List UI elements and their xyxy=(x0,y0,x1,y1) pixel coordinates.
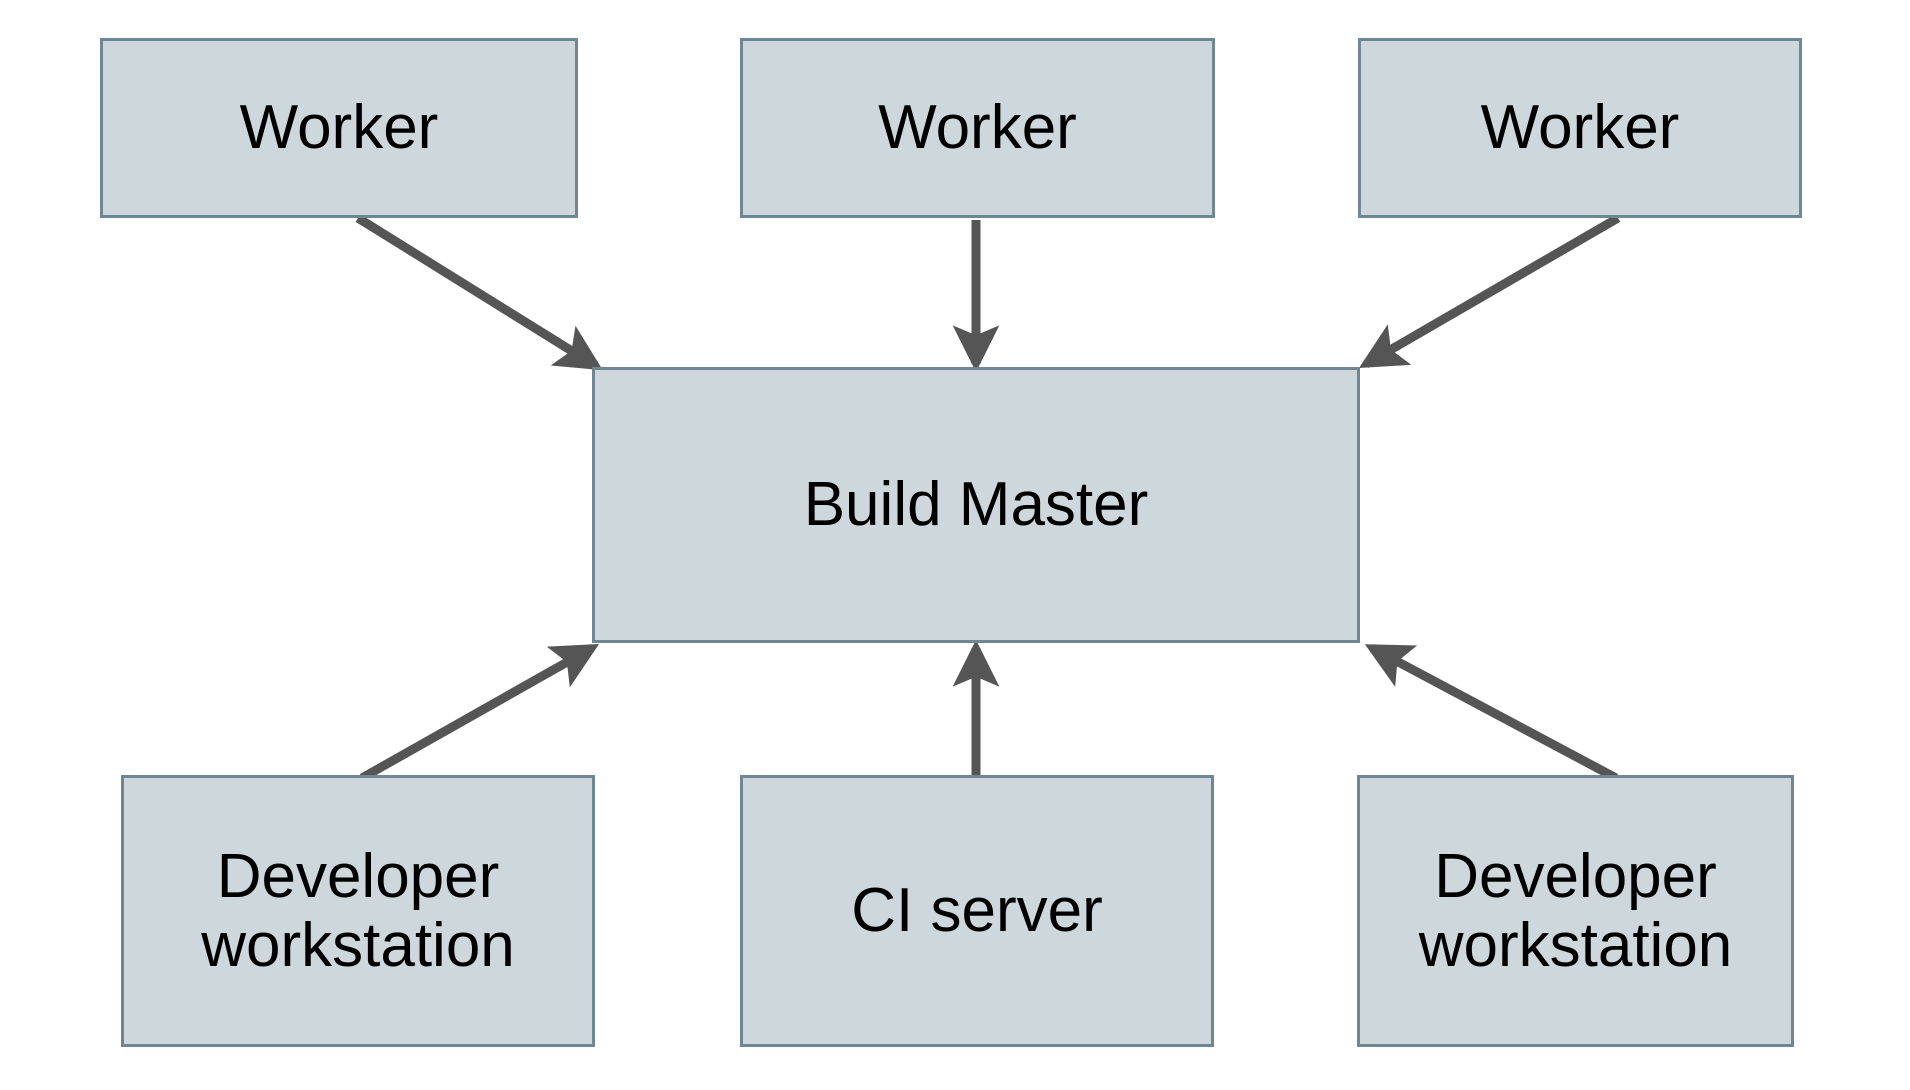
node-build-master[interactable]: Build Master xyxy=(592,367,1360,643)
node-ci-server[interactable]: CI server xyxy=(740,775,1214,1047)
node-worker-2[interactable]: Worker xyxy=(740,38,1215,218)
edge-worker-1-to-build-master xyxy=(355,214,603,371)
node-developer-workstation-left-label: Developer workstation xyxy=(201,841,515,980)
edge-developer-workstation-right-to-build-master xyxy=(1364,644,1619,782)
node-worker-3[interactable]: Worker xyxy=(1358,38,1802,218)
node-developer-workstation-left[interactable]: Developer workstation xyxy=(121,775,595,1047)
node-worker-1[interactable]: Worker xyxy=(100,38,578,218)
node-developer-workstation-right[interactable]: Developer workstation xyxy=(1357,775,1794,1047)
node-worker-1-label: Worker xyxy=(239,93,439,163)
node-worker-3-label: Worker xyxy=(1480,93,1680,163)
node-ci-server-label: CI server xyxy=(851,876,1103,946)
edge-developer-workstation-left-to-build-master xyxy=(359,644,600,782)
node-worker-2-label: Worker xyxy=(878,93,1077,163)
node-developer-workstation-right-label: Developer workstation xyxy=(1418,841,1733,980)
node-build-master-label: Build Master xyxy=(803,470,1149,540)
edge-worker-3-to-build-master xyxy=(1358,214,1621,369)
